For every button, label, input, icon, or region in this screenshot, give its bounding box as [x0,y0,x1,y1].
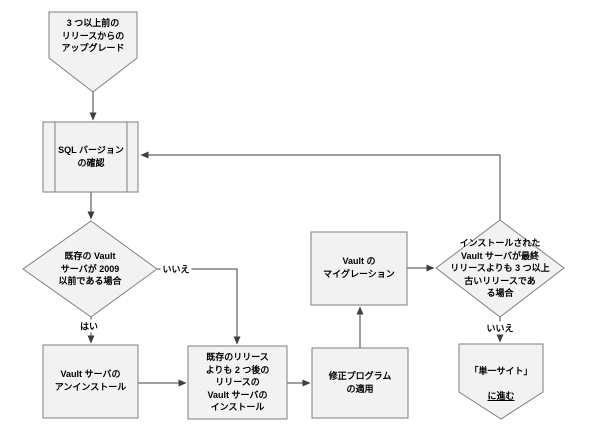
offpage-connector-start-shape [48,11,138,93]
decision-installed-release-shape [435,219,565,318]
process-hotfix-shape [311,347,409,419]
process-install-shape [187,345,288,420]
connector-decision2-loop-to-sqlcheck [140,151,501,220]
edge-label-no-right: いいえ [484,321,516,335]
edge-label-yes: はい [77,319,101,333]
edge-label-no-left: いいえ [160,262,192,276]
predefined-process-sql-shape [42,121,139,193]
connector-decision1-no-to-install [157,268,241,345]
process-uninstall-shape [42,344,139,419]
decision-existing-vault-shape [22,220,158,318]
offpage-connector-end-shape [458,343,544,420]
process-migration-shape [310,231,408,306]
